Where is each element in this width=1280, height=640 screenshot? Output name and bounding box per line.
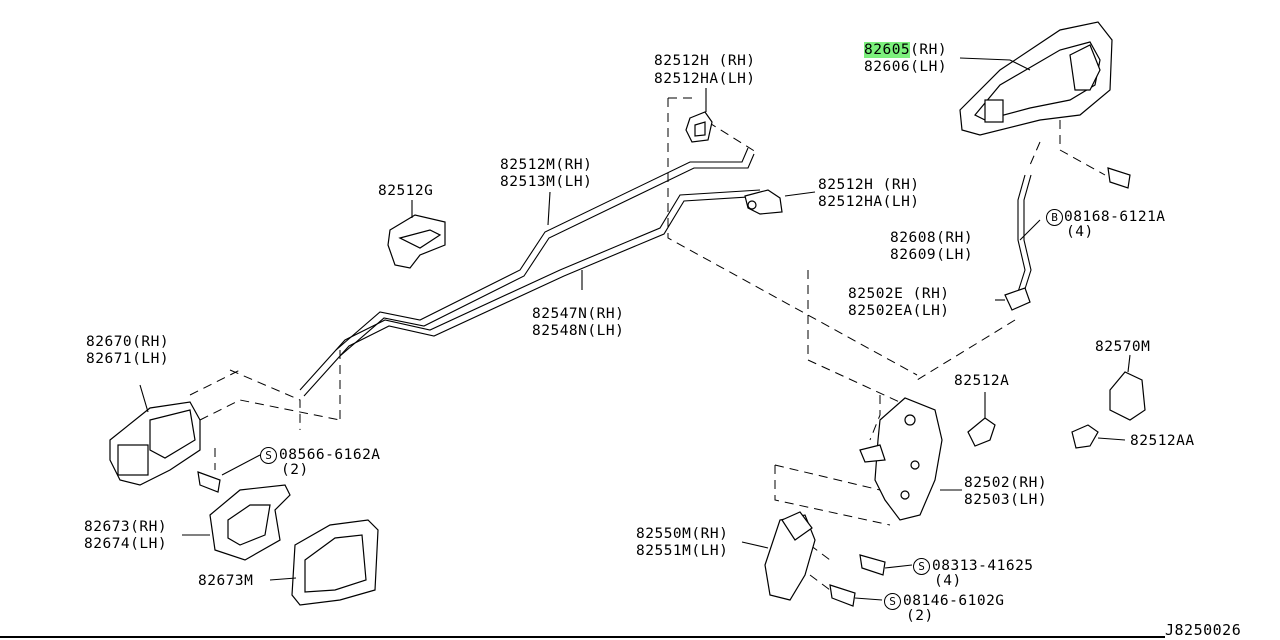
- lock-pin: [967, 417, 996, 447]
- label-82547n: 82547N(RH): [532, 306, 625, 322]
- striker-bracket: [1071, 371, 1146, 449]
- screw-marker-icon: S: [913, 558, 930, 575]
- label-82605: 82605(RH): [864, 42, 947, 58]
- label-82512h-mid: 82512H (RH): [818, 177, 920, 193]
- label-screw-08566-qty: (2): [281, 462, 309, 478]
- door-rods: [299, 147, 1032, 397]
- label-bolt-08168: 08168-6121A: [1064, 209, 1166, 225]
- label-82513m: 82513M(LH): [500, 174, 593, 190]
- dashed-assembly-lines: [189, 97, 1106, 591]
- label-82674: 82674(LH): [84, 536, 168, 552]
- label-82512a: 82512A: [954, 373, 1010, 389]
- label-bolt-qty: (4): [1066, 224, 1094, 240]
- label-82512m: 82512M(RH): [500, 157, 593, 173]
- inside-handle: [109, 401, 201, 486]
- label-82502: 82502(RH): [964, 475, 1048, 491]
- label-82608: 82608(RH): [890, 230, 974, 246]
- bolts: [197, 167, 1131, 607]
- highlighted-part-number: 82605: [864, 42, 911, 58]
- clip-82512g: [387, 214, 446, 269]
- label-82673: 82673(RH): [84, 519, 168, 535]
- label-82605-side: (RH): [910, 42, 948, 58]
- label-82503: 82503(LH): [964, 492, 1048, 508]
- label-screw-08566: 08566-6162A: [279, 447, 381, 463]
- door-lock-actuator: [859, 397, 943, 521]
- bezel: [291, 519, 379, 606]
- leader-lines: [139, 57, 1131, 601]
- label-screw-08313: 08313-41625: [932, 558, 1034, 574]
- label-82512g: 82512G: [378, 183, 434, 199]
- lock-bracket: [764, 511, 816, 601]
- label-82570m: 82570M: [1095, 339, 1151, 355]
- label-82673m: 82673M: [198, 573, 254, 589]
- label-82670: 82670(RH): [86, 334, 170, 350]
- label-82502ea: 82502EA(LH): [848, 303, 950, 319]
- outside-handle: [959, 21, 1113, 136]
- label-82512ha-mid: 82512HA(LH): [818, 194, 920, 210]
- screw-marker-icon: S: [884, 593, 901, 610]
- rod-clip-mid: [744, 189, 783, 215]
- escutcheon: [209, 484, 291, 561]
- label-82606: 82606(LH): [864, 59, 948, 75]
- label-82512h-top: 82512H (RH): [654, 53, 756, 69]
- rod-clip-top: [685, 111, 713, 143]
- diagram-id: J8250026: [1165, 621, 1242, 639]
- screw-marker-icon: S: [260, 447, 277, 464]
- label-82512aa: 82512AA: [1130, 433, 1195, 449]
- bolt-marker-icon: B: [1046, 209, 1063, 226]
- label-82671: 82671(LH): [86, 351, 170, 367]
- label-screw-08146: 08146-6102G: [903, 593, 1005, 609]
- label-82550m: 82550M(RH): [636, 526, 729, 542]
- label-82548n: 82548N(LH): [532, 323, 625, 339]
- label-screw-08313-qty: (4): [934, 573, 962, 589]
- label-screw-08146-qty: (2): [906, 608, 934, 624]
- label-82512ha-top: 82512HA(LH): [654, 71, 756, 87]
- label-82551m: 82551M(LH): [636, 543, 729, 559]
- label-82502e: 82502E (RH): [848, 286, 950, 302]
- label-82609: 82609(LH): [890, 247, 974, 263]
